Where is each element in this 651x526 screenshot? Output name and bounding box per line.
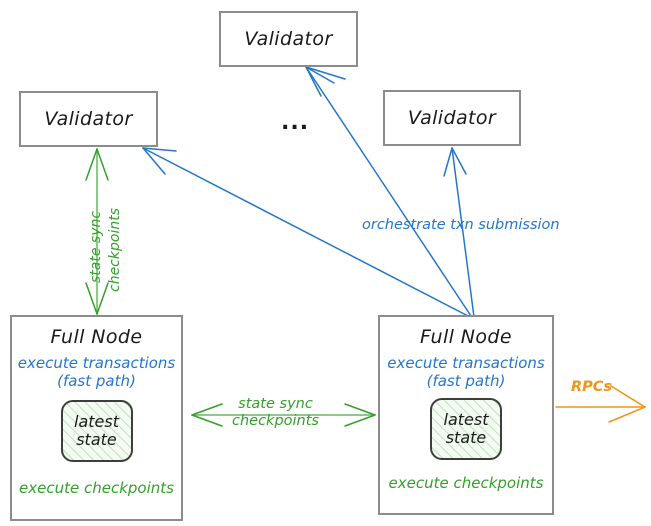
full-node-right-fast-path: execute transactions (fast path) (387, 354, 545, 390)
full-node-right-footer: execute checkpoints (388, 474, 544, 493)
full-node-left-fast-path: execute transactions (fast path) (17, 354, 176, 390)
validator-left-box[interactable]: Validator (19, 91, 158, 147)
full-node-right-box[interactable]: Full Node execute transactions (fast pat… (378, 315, 554, 515)
full-node-left-latest-state-label: latest state (74, 412, 119, 450)
full-node-left-state-line1: latest (74, 412, 119, 432)
full-node-left-box[interactable]: Full Node execute transactions (fast pat… (10, 315, 183, 521)
edge-label-orchestrate: orchestrate txn submission (362, 217, 560, 233)
full-node-right-fast-path-line2: (fast path) (426, 371, 506, 390)
full-node-left-latest-state-box[interactable]: latest state (60, 400, 133, 463)
validator-top-box[interactable]: Validator (219, 11, 358, 67)
edge-label-state-sync-middle-line2: checkpoints (232, 413, 319, 430)
full-node-right-latest-state-box[interactable]: latest state (430, 398, 502, 461)
validator-right-label: Validator (407, 107, 497, 129)
full-node-left-fast-path-line2: (fast path) (57, 371, 136, 390)
full-node-right-latest-state-label: latest state (443, 410, 489, 448)
edge-label-state-sync-vertical-line1: state sync (88, 210, 104, 283)
edge-label-rpcs: RPCs (571, 379, 613, 395)
full-node-right-state-line2: state (445, 428, 487, 448)
edge-label-state-sync-middle: state sync checkpoints (232, 396, 319, 431)
full-node-left-state-line2: state (76, 430, 117, 450)
full-node-left-title: Full Node (50, 326, 143, 348)
full-node-right-title: Full Node (420, 326, 512, 348)
validator-ellipsis: ... (281, 110, 310, 135)
validator-right-box[interactable]: Validator (383, 90, 521, 146)
full-node-left-fast-path-line1: execute transactions (17, 354, 176, 372)
full-node-left-footer: execute checkpoints (19, 479, 174, 498)
edge-label-state-sync-middle-line1: state sync (238, 396, 313, 412)
validator-left-label: Validator (44, 108, 133, 130)
full-node-right-fast-path-line1: execute transactions (387, 354, 545, 372)
edge-label-state-sync-vertical-line2: checkpoints (107, 208, 123, 292)
validator-top-label: Validator (244, 28, 333, 50)
full-node-right-state-line1: latest (443, 410, 489, 430)
